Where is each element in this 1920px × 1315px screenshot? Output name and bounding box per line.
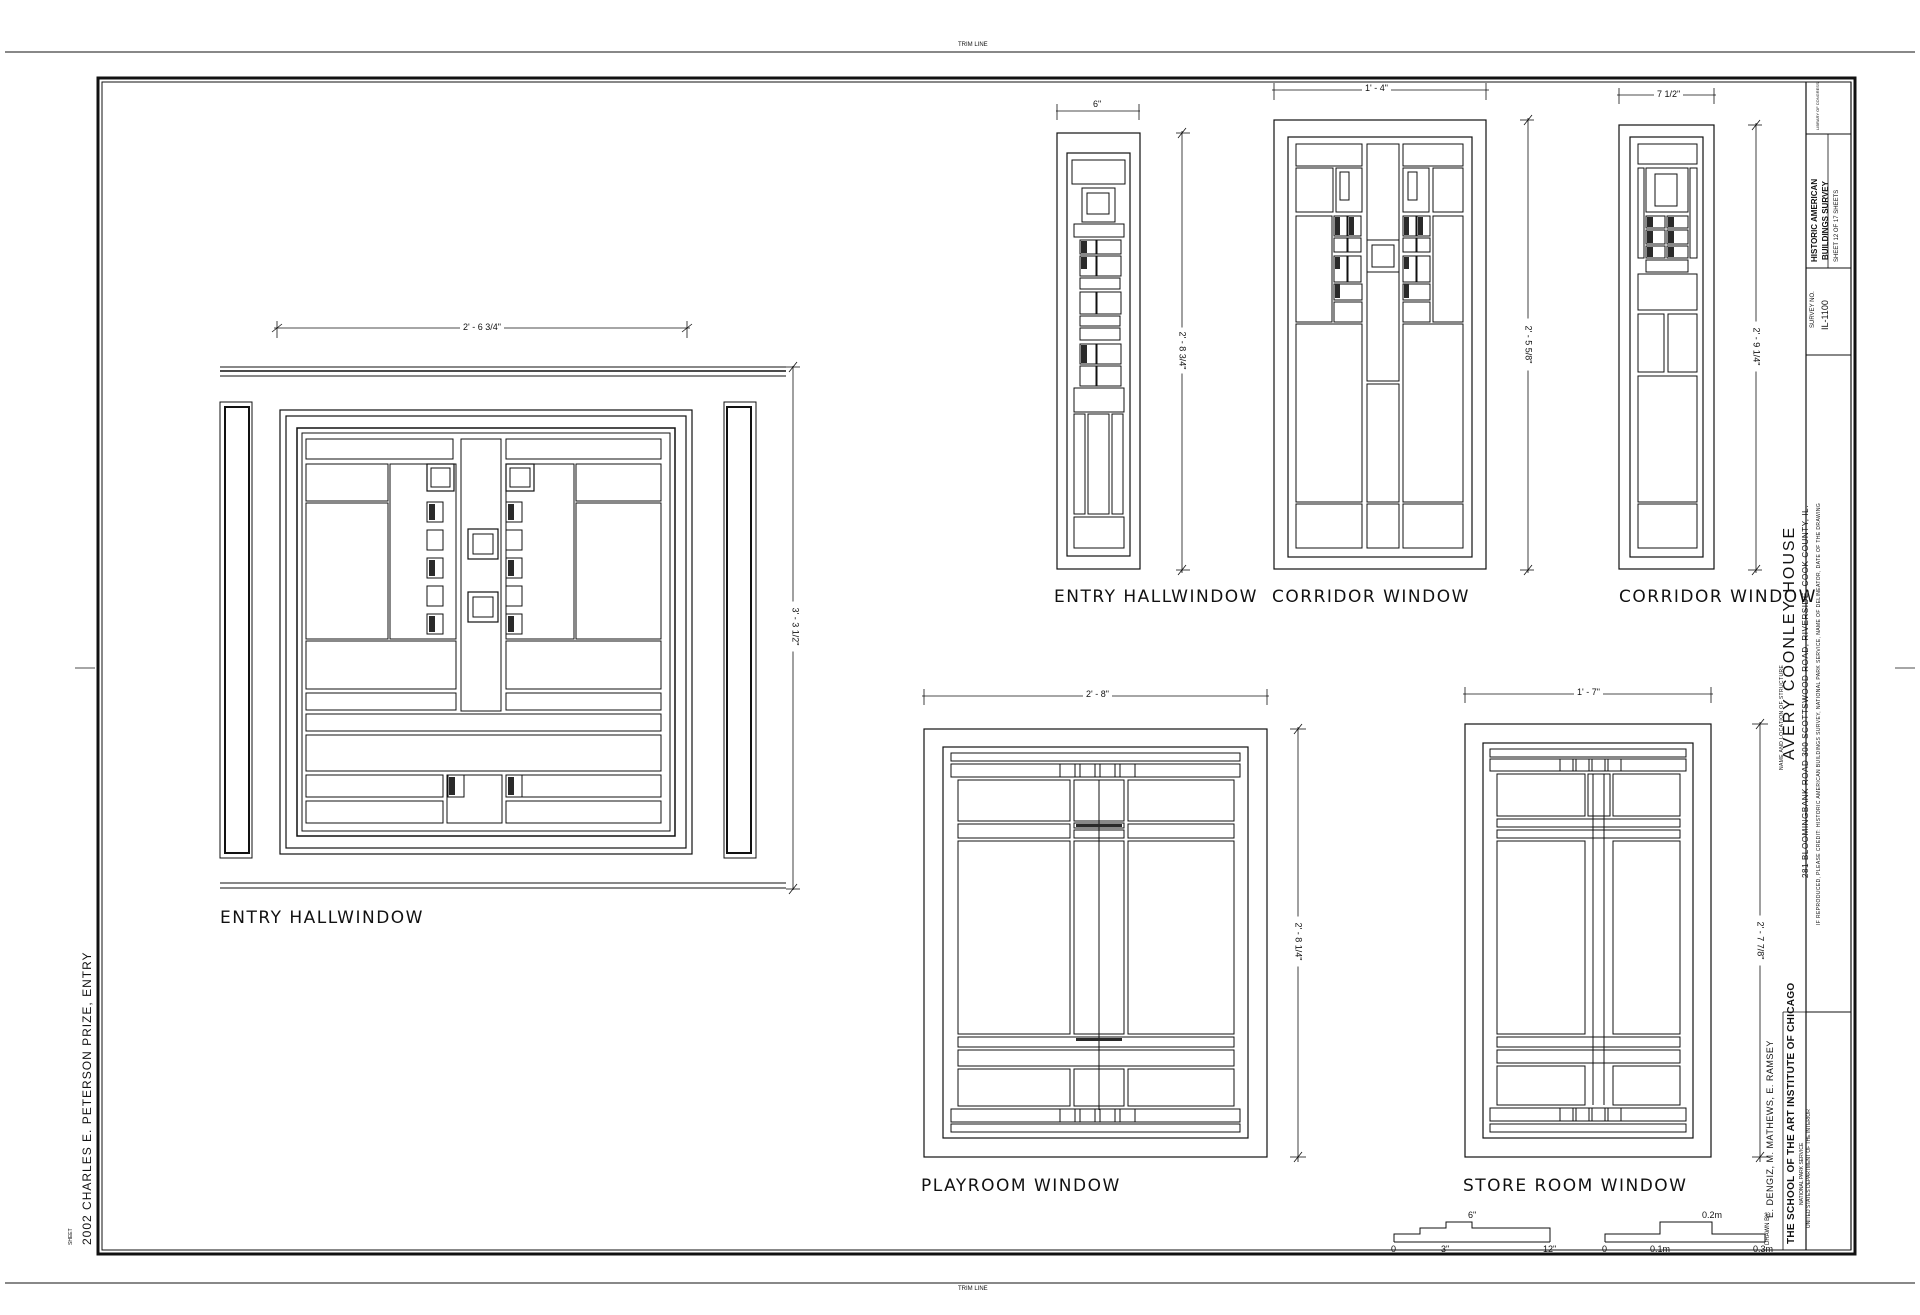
survey-no-label: SURVEY NO. bbox=[1810, 291, 1816, 328]
sheet-number: SHEET 12 OF 17 SHEETS bbox=[1834, 189, 1840, 262]
store-room-window-drawing bbox=[1463, 687, 1768, 1163]
storeroom-width-dim: 1' - 7" bbox=[1574, 688, 1603, 697]
entry-large-height-dim: 3' - 3 1/2" bbox=[790, 601, 801, 652]
scale-imperial-top-label: 6" bbox=[1468, 1210, 1477, 1220]
corridor-narrow-width-dim: 7 1/2" bbox=[1654, 90, 1684, 99]
habs-line-2: BUILDINGS SURVEY bbox=[1821, 181, 1830, 260]
sheet-border-inner bbox=[101, 81, 1852, 1251]
entry-hall-window-large-label: ENTRY HALLWINDOW bbox=[220, 908, 424, 928]
school-name: THE SCHOOL OF THE ART INSTITUTE OF CHICA… bbox=[1786, 982, 1797, 1245]
trim-line-label-bottom: TRIM LINE bbox=[958, 1286, 988, 1292]
store-room-window-label: STORE ROOM WINDOW bbox=[1463, 1176, 1688, 1196]
title-address: 281 BLOOMINGBANK ROAD 300 SCOTTSWOOD ROA… bbox=[1801, 504, 1810, 878]
entry-small-width-dim: 6" bbox=[1093, 99, 1102, 109]
title-structure-name: AVERY COONLEY HOUSE bbox=[1781, 525, 1798, 760]
playroom-window-label: PLAYROOM WINDOW bbox=[921, 1176, 1121, 1196]
entry-large-width-dim: 2' - 6 3/4" bbox=[460, 323, 504, 332]
nps-name: NATIONAL PARK SERVICE bbox=[1799, 1142, 1805, 1205]
title-credit: IF REPRODUCED, PLEASE CREDIT: HISTORIC A… bbox=[1816, 502, 1822, 925]
playroom-height-dim: 2' - 8 1/4" bbox=[1293, 916, 1304, 967]
corridor-window-wide-label: CORRIDOR WINDOW bbox=[1272, 587, 1470, 607]
glass-panes bbox=[429, 217, 1674, 1041]
corridor-narrow-height-dim: 2' - 9 1/4" bbox=[1751, 321, 1762, 372]
prize-entry-text: 2002 CHARLES E. PETERSON PRIZE, ENTRY bbox=[80, 951, 94, 1245]
corridor-wide-width-dim: 1' - 4" bbox=[1362, 84, 1391, 93]
playroom-width-dim: 2' - 8" bbox=[1083, 690, 1112, 699]
habs-line-1: HISTORIC AMERICAN bbox=[1810, 178, 1819, 262]
sheet-border-outer bbox=[96, 76, 1857, 1256]
survey-no-value: IL-1100 bbox=[1820, 300, 1830, 330]
scale-metric-label-2: 0.3m bbox=[1753, 1244, 1774, 1254]
scale-bar-imperial bbox=[1393, 1221, 1551, 1243]
storeroom-height-dim: 2' - 7 7/8" bbox=[1755, 915, 1766, 966]
library-caption: LIBRARY OF CONGRESS bbox=[1815, 82, 1820, 130]
entry-small-height-dim: 2' - 8 3/4" bbox=[1177, 327, 1188, 374]
scale-metric-top-label: 0.2m bbox=[1702, 1210, 1723, 1220]
prize-sheet-tag: SHEET bbox=[68, 1228, 74, 1245]
title-block bbox=[1782, 82, 1852, 1250]
drawn-by-names: E. DENGIZ, M. MATHEWS, E. RAMSEY bbox=[1765, 1040, 1775, 1218]
trim-line-label-top: TRIM LINE bbox=[958, 42, 988, 48]
scale-bar-metric bbox=[1604, 1221, 1766, 1243]
corridor-window-narrow-drawing bbox=[1617, 88, 1762, 576]
scale-metric-label-0: 0 bbox=[1602, 1244, 1608, 1254]
playroom-window-drawing bbox=[922, 689, 1306, 1163]
corridor-window-wide-drawing bbox=[1272, 83, 1534, 576]
doi-name: UNITED STATES DEPARTMENT OF THE INTERIOR bbox=[1806, 1109, 1812, 1228]
corridor-window-narrow-label: CORRIDOR WINDOW bbox=[1619, 587, 1817, 607]
entry-hall-window-small-label: ENTRY HALLWINDOW bbox=[1054, 587, 1258, 607]
scale-imperial-label-0: 0 bbox=[1391, 1244, 1397, 1254]
entry-hall-window-large-drawing bbox=[219, 321, 800, 895]
corridor-wide-height-dim: 2' - 5 5/8" bbox=[1523, 318, 1534, 371]
scale-imperial-label-1: 3" bbox=[1441, 1244, 1450, 1254]
entry-hall-window-small-drawing bbox=[1056, 104, 1190, 576]
scale-imperial-label-2: 12" bbox=[1543, 1244, 1557, 1254]
scale-metric-label-1: 0.1m bbox=[1650, 1244, 1671, 1254]
